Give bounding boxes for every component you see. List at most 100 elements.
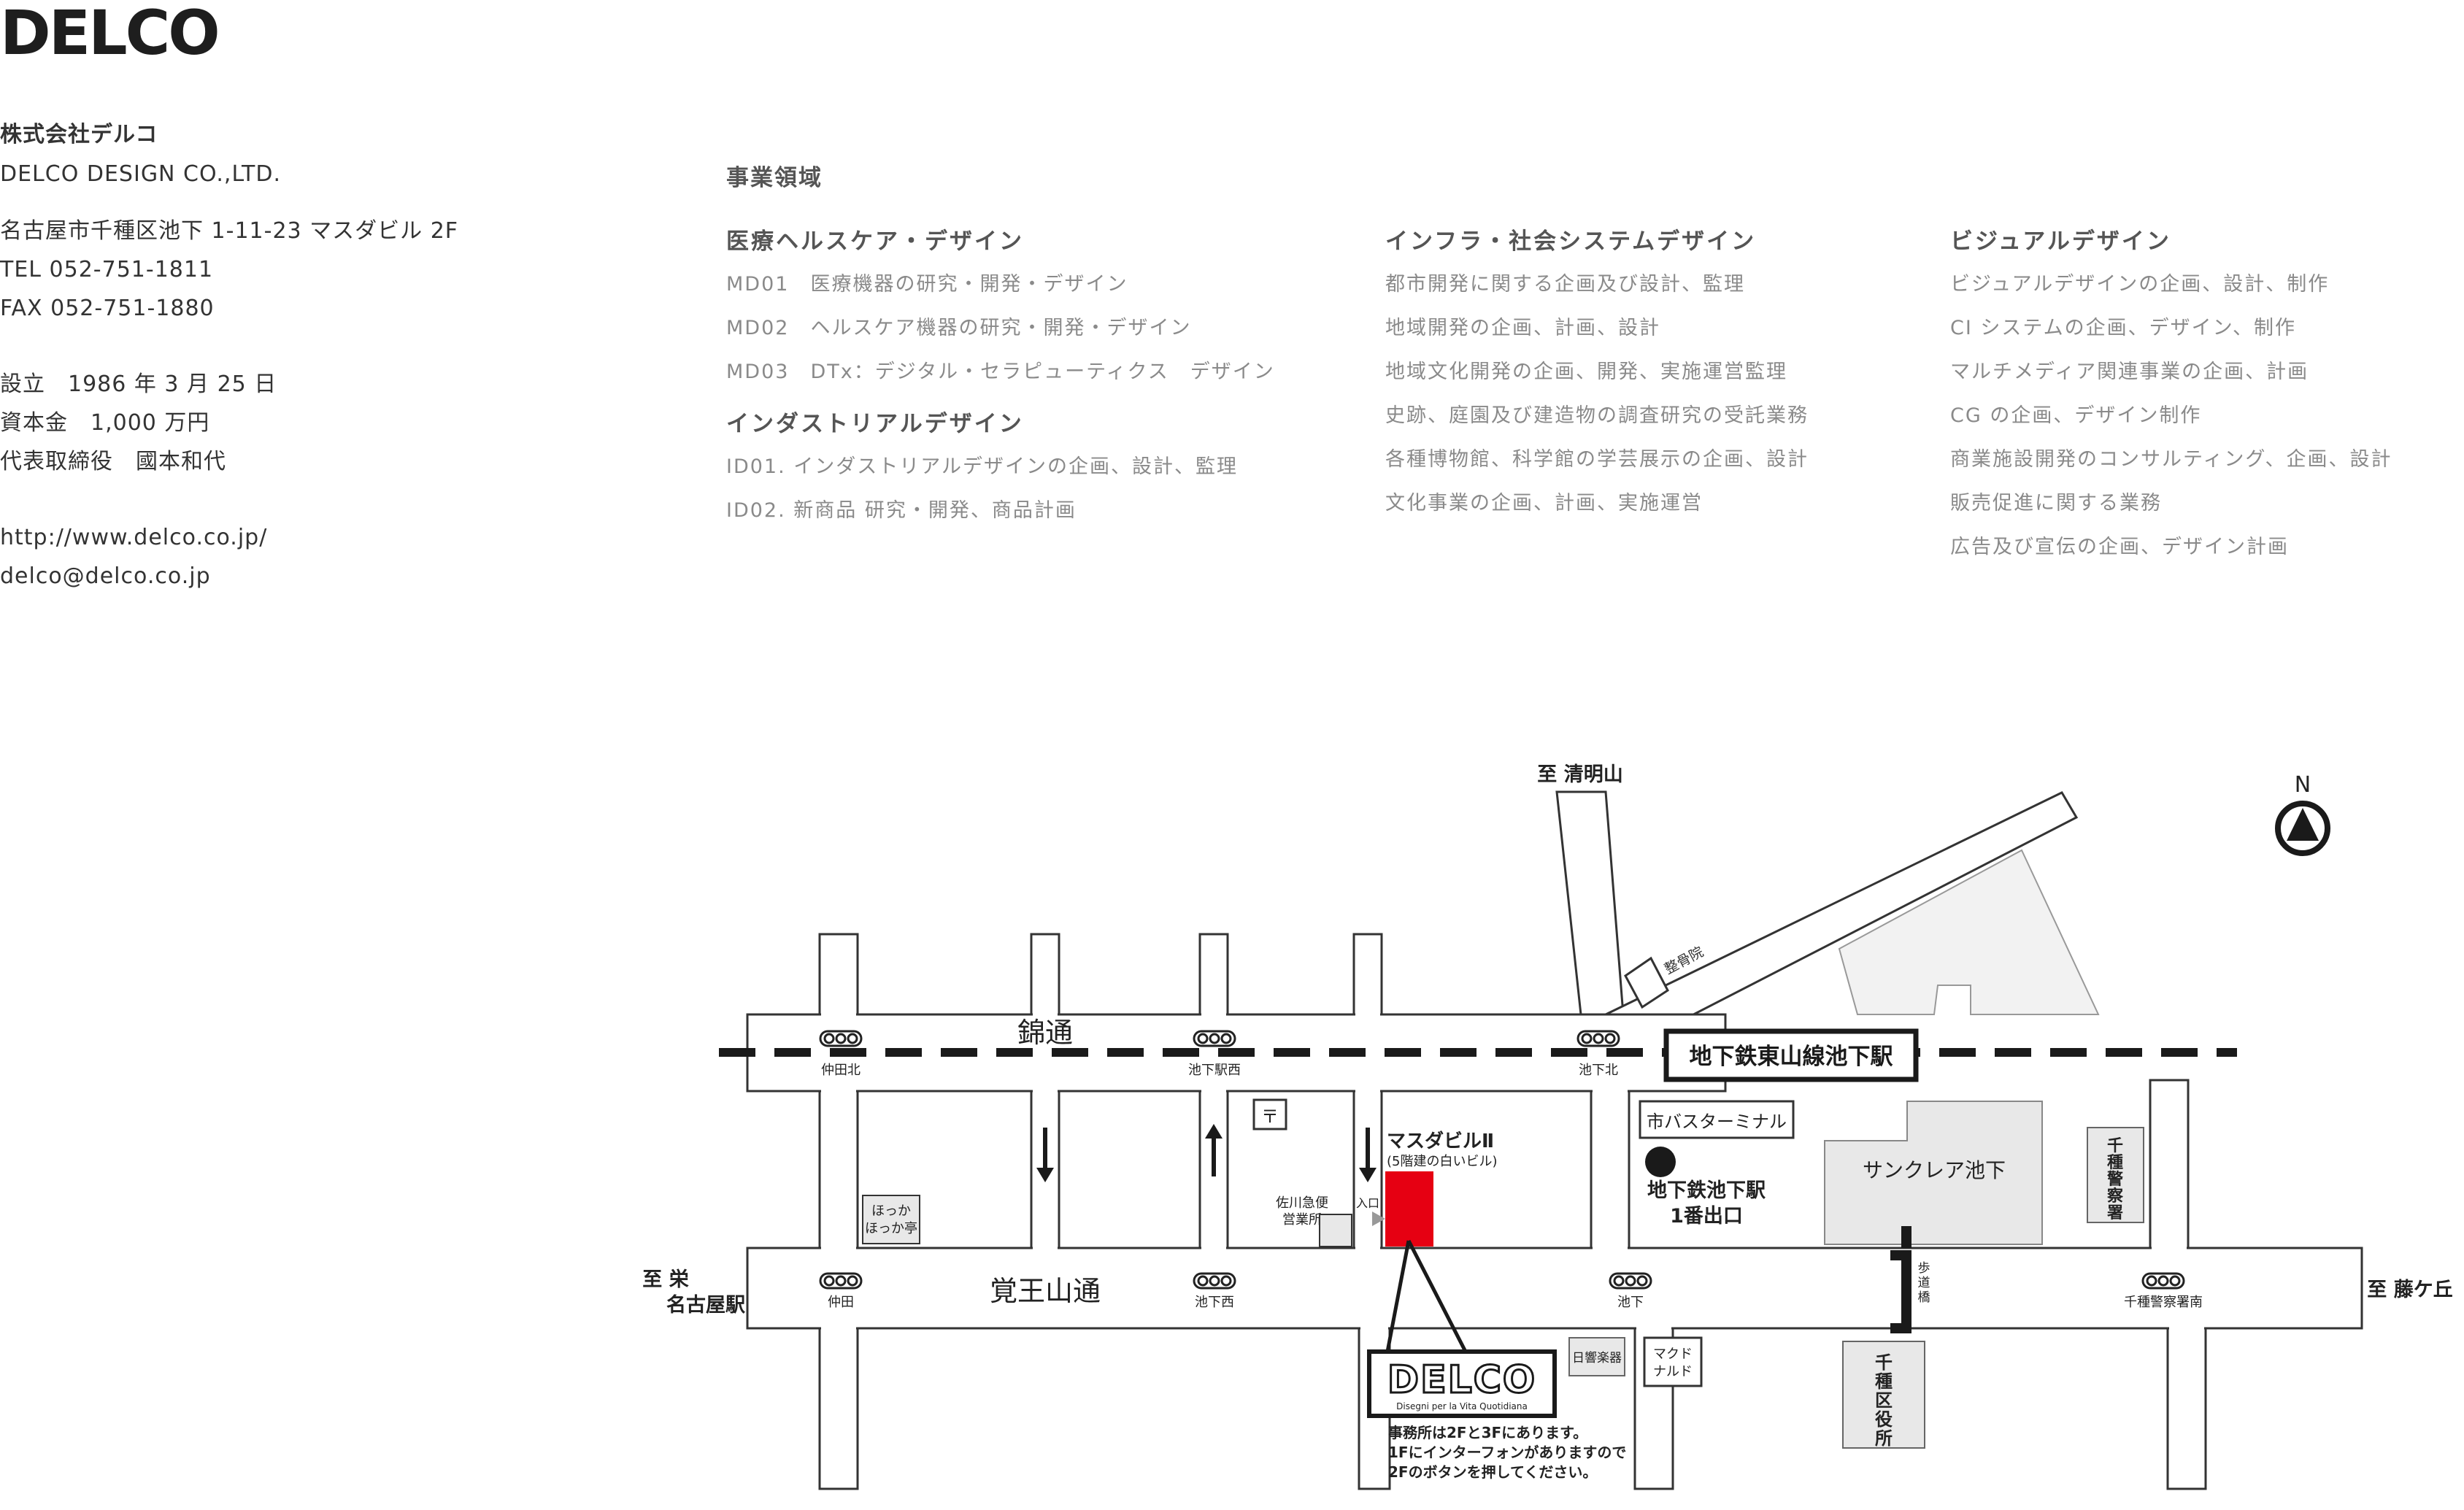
infra-title: インフラ・社会システムデザイン	[1385, 228, 1757, 255]
infra-item: 文化事業の企画、計画、実施運営	[1385, 492, 1703, 515]
company-email[interactable]: delco@delco.co.jp	[0, 563, 211, 589]
visual-item: 商業施設開発のコンサルティング、企画、設計	[1950, 448, 2392, 471]
company-fax: FAX 052-751-1880	[0, 296, 215, 321]
bus-terminal-label: 市バスターミナル	[1647, 1112, 1787, 1132]
industrial-item: ID01. インダストリアルデザインの企画、設計、監理	[726, 455, 1239, 478]
subway-station-box	[1663, 1028, 1919, 1082]
medical-title: 医療ヘルスケア・デザイン	[726, 228, 1024, 255]
subway-station-label: 地下鉄東山線池下駅	[1690, 1044, 1893, 1070]
sagawa-building	[1319, 1214, 1352, 1247]
sun-clair-label: サンクレア池下	[1863, 1158, 2006, 1182]
company-url[interactable]: http://www.delco.co.jp/	[0, 525, 268, 550]
bus-terminal-box	[1639, 1100, 1795, 1139]
visual-item: ビジュアルデザインの企画、設計、制作	[1950, 273, 2330, 296]
infra-item: 地域開発の企画、計画、設計	[1385, 317, 1660, 339]
svg-text:察: 察	[2107, 1187, 2124, 1206]
to-sakae-label: 至 栄	[642, 1268, 689, 1291]
seikotsuin-building	[1624, 956, 1669, 1009]
medical-item: MD01 医療機器の研究・開発・デザイン	[726, 273, 1128, 296]
north-arrow: N	[2275, 772, 2330, 856]
delco-callout-logo: DELCO	[1387, 1358, 1536, 1402]
company-founded: 設立 1986 年 3 月 25 日	[0, 371, 277, 397]
office-note: 事務所は2Fと3Fにあります。	[1388, 1424, 1587, 1441]
large-building	[1838, 849, 2100, 1015]
bus-stop-label: 仲田	[828, 1295, 854, 1310]
company-address: 名古屋市千種区池下 1-11-23 マスダビル 2F	[0, 218, 459, 244]
to-seimeizan-label: 至 清明山	[1537, 763, 1622, 786]
masuda-bldg-note: (5階建の白いビル)	[1387, 1154, 1498, 1169]
callout-pointer	[1385, 1239, 1468, 1353]
svg-text:警: 警	[2106, 1171, 2123, 1189]
svg-text:種: 種	[1875, 1371, 1893, 1392]
visual-title: ビジュアルデザイン	[1950, 228, 2171, 255]
bus-stop-label: 池下西	[1195, 1295, 1234, 1310]
svg-text:千: 千	[2107, 1137, 2123, 1155]
station-exit-label-2: 1番出口	[1670, 1205, 1743, 1228]
medical-item: MD03 DTx：デジタル・セラピューティクス デザイン	[726, 361, 1275, 383]
svg-text:区: 区	[1875, 1390, 1893, 1411]
mcdonalds-building	[1643, 1336, 1703, 1387]
bus-stop-label: 池下北	[1579, 1063, 1618, 1078]
svg-text:歩: 歩	[1918, 1261, 1930, 1276]
svg-text:日響楽器: 日響楽器	[1572, 1351, 1622, 1365]
visual-item: マルチメディア関連事業の企画、計画	[1950, 361, 2309, 383]
bus-stop-label: 池下	[1617, 1295, 1644, 1310]
delco-callout-tagline: Disegni per la Vita Quotidiana	[1396, 1401, 1528, 1411]
police-station-building	[2087, 1127, 2144, 1223]
infra-item: 史跡、庭園及び建造物の調査研究の受託業務	[1385, 404, 1809, 427]
footbridge	[1890, 1226, 1911, 1333]
bus-stop-label: 池下駅西	[1188, 1063, 1241, 1078]
masuda-bldg-label: マスダビルⅡ	[1387, 1130, 1494, 1152]
delco-office-building	[1385, 1171, 1433, 1247]
company-capital: 資本金 1,000 万円	[0, 410, 210, 436]
svg-text:署: 署	[2106, 1204, 2123, 1222]
office-note: 1Fにインターフォンがありますので	[1388, 1444, 1626, 1461]
bus-stop-label: 仲田北	[821, 1063, 861, 1078]
delco-callout-box	[1367, 1349, 1557, 1418]
svg-text:ほっか: ほっか	[871, 1203, 911, 1219]
company-name-ja: 株式会社デルコ	[0, 122, 158, 147]
bus-stops	[819, 1030, 2185, 1290]
to-nagoya-label: 名古屋駅	[666, 1293, 745, 1317]
svg-text:営業所: 営業所	[1282, 1212, 1322, 1228]
entrance-arrow	[1372, 1212, 1385, 1226]
medical-item: MD02 ヘルスケア機器の研究・開発・デザイン	[726, 317, 1192, 339]
industrial-item: ID02. 新商品 研究・開発、商品計画	[726, 499, 1077, 522]
sun-clair-building	[1824, 1101, 2043, 1245]
bus-stop-label: 千種警察署南	[2124, 1295, 2203, 1310]
delco-logo: DELCO	[0, 0, 220, 69]
station-exit-marker	[1645, 1147, 1676, 1177]
company-tel: TEL 052-751-1811	[0, 257, 214, 282]
infra-item: 各種博物館、科学館の学芸展示の企画、設計	[1385, 448, 1809, 471]
ward-office-building	[1842, 1341, 1925, 1449]
svg-text:橋: 橋	[1918, 1290, 1930, 1305]
visual-item: CI システムの企画、デザイン、制作	[1950, 317, 2296, 339]
svg-text:千: 千	[1875, 1352, 1893, 1373]
svg-text:佐川急便: 佐川急便	[1276, 1195, 1328, 1211]
svg-text:役: 役	[1875, 1409, 1893, 1430]
post-office-icon	[1252, 1098, 1287, 1130]
one-way-arrows	[1036, 1124, 1377, 1182]
office-note: 2Fのボタンを押してください。	[1388, 1463, 1597, 1481]
svg-text:ナルド: ナルド	[1653, 1364, 1693, 1379]
nikkyo-building	[1568, 1337, 1625, 1376]
kakuozan-dori-label: 覚王山通	[990, 1275, 1101, 1307]
company-name-en: DELCO DESIGN CO.,LTD.	[0, 161, 281, 187]
visual-item: 広告及び宣伝の企画、デザイン計画	[1950, 536, 2289, 558]
station-exit-label-1: 地下鉄池下駅	[1647, 1179, 1766, 1202]
industrial-title: インダストリアルデザイン	[726, 411, 1024, 437]
hokka-hokka-building	[862, 1195, 920, 1244]
business-title: 事業領域	[726, 165, 823, 191]
infra-item: 都市開発に関する企画及び設計、監理	[1385, 273, 1745, 296]
svg-text:マクド: マクド	[1653, 1347, 1693, 1362]
company-ceo: 代表取締役 國本和代	[0, 449, 226, 474]
visual-item: CG の企画、デザイン制作	[1950, 404, 2202, 427]
svg-text:種: 種	[2107, 1154, 2123, 1172]
nishiki-dori-label: 錦通	[1017, 1017, 1073, 1049]
svg-text:〒: 〒	[1261, 1106, 1279, 1127]
svg-text:所: 所	[1875, 1428, 1893, 1449]
visual-item: 販売促進に関する業務	[1950, 492, 2162, 515]
infra-item: 地域文化開発の企画、開発、実施運営監理	[1385, 361, 1787, 383]
svg-text:ほっか亭: ほっか亭	[865, 1221, 917, 1236]
